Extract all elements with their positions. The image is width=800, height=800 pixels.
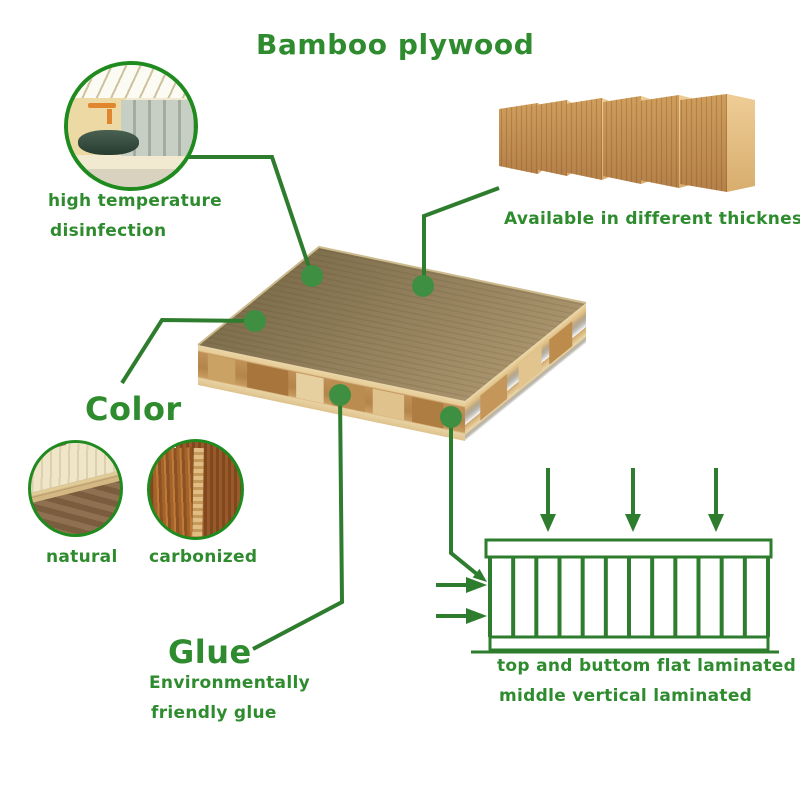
factory-pipe xyxy=(88,102,116,108)
top-flat-laminate xyxy=(484,538,773,559)
callout-lines xyxy=(120,155,500,651)
stack-panel-grain xyxy=(499,103,538,174)
board-top-edge-highlight xyxy=(197,245,587,346)
right-arrowhead-icon xyxy=(466,608,487,624)
bottom-flat-laminate xyxy=(488,635,770,652)
stack-panel-grain xyxy=(529,100,567,176)
factory-pipe xyxy=(107,108,113,124)
natural-board xyxy=(31,443,120,524)
board-dot-3 xyxy=(244,310,266,332)
press-side-arrows xyxy=(436,577,487,624)
board-ply-patch xyxy=(207,354,236,385)
down-arrowhead-icon xyxy=(540,514,556,532)
factory-photo xyxy=(64,61,198,191)
page-title: Bamboo plywood xyxy=(256,28,535,61)
press-down-arrows xyxy=(540,468,724,532)
board-ply-patch xyxy=(296,372,324,404)
callout-dots xyxy=(244,265,462,428)
board-ply-patch xyxy=(247,362,289,396)
board-ply-patch xyxy=(372,388,405,421)
carbonized-panel-front xyxy=(151,447,196,537)
board-ply-patch xyxy=(411,396,444,429)
natural-sample-photo xyxy=(28,440,123,537)
stack-panel-grain xyxy=(603,96,641,184)
factory-floor xyxy=(68,168,194,187)
disinfection-label-line2: disinfection xyxy=(50,221,167,241)
callout-line-lamination xyxy=(449,417,480,577)
bamboo-board-photo xyxy=(197,245,587,442)
board-dot-2 xyxy=(412,275,434,297)
callout-line-thickness xyxy=(422,186,500,286)
board-side-short xyxy=(465,302,586,441)
callout-line-glue xyxy=(252,394,345,651)
down-arrowhead-icon xyxy=(625,514,641,532)
right-arrowhead-icon xyxy=(466,577,487,593)
stack-panel-side xyxy=(727,94,755,192)
glue-heading: Glue xyxy=(168,633,252,671)
color-heading: Color xyxy=(85,390,182,428)
stack-panel-grain xyxy=(639,95,679,188)
down-arrowhead-icon xyxy=(708,514,724,532)
lamination-line-arrowhead xyxy=(472,568,487,582)
board-ply-patch xyxy=(518,345,542,390)
board-dot-1 xyxy=(301,265,323,287)
glue-label-line2: friendly glue xyxy=(151,703,277,723)
board-dot-4 xyxy=(329,384,351,406)
lamination-label-line1: top and buttom flat laminated xyxy=(497,656,797,676)
carbonized-label: carbonized xyxy=(149,547,258,567)
board-ply-patch xyxy=(480,373,508,421)
natural-label: natural xyxy=(46,547,118,567)
stack-panel-grain xyxy=(564,98,602,180)
board-top-grain xyxy=(198,247,586,402)
board-dot-5 xyxy=(440,406,462,428)
stack-panel-grain xyxy=(680,94,727,192)
thickness-label: Available in different thicknesses xyxy=(504,209,800,229)
middle-vertical-laminates xyxy=(488,557,770,637)
factory-ceiling xyxy=(68,65,194,98)
glue-label-line1: Environmentally xyxy=(149,673,310,693)
board-top-face xyxy=(198,247,586,402)
callout-line-color xyxy=(120,317,256,385)
plywood-stack-photo xyxy=(499,94,755,192)
lamination-label-line2: middle vertical laminated xyxy=(499,686,753,706)
callout-line-disinfection xyxy=(186,155,314,277)
carbonized-panel-edge xyxy=(191,447,204,537)
factory-boiler xyxy=(78,129,139,156)
lamination-diagram xyxy=(436,468,779,654)
board-ply-patch xyxy=(549,321,573,365)
carbonized-sample-photo xyxy=(147,439,244,540)
disinfection-label-line1: high temperature xyxy=(48,191,222,211)
